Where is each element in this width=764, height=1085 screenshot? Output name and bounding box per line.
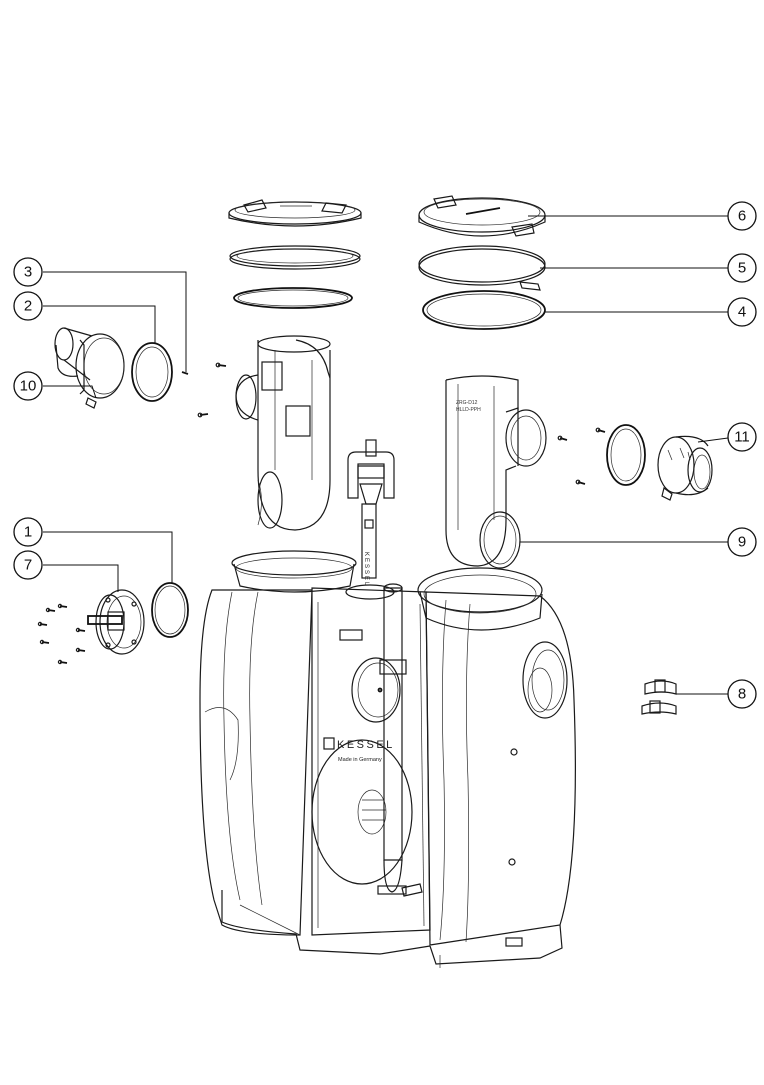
- callout-11: 11: [727, 422, 757, 452]
- callout-1: 1: [13, 517, 43, 547]
- callout-1-number: 1: [24, 524, 32, 541]
- right-inlet-seal: [606, 424, 646, 486]
- tank-body: KESSEL Made in Germany: [199, 550, 576, 968]
- right-inlet-adapter: [657, 435, 713, 501]
- screws-right: [557, 427, 606, 485]
- left-dip-pipe: [235, 335, 331, 531]
- callout-6: 6: [727, 201, 757, 231]
- cleanout-cover: [87, 589, 145, 655]
- right-cover-lid: [418, 195, 546, 237]
- right-cover-clamp-ring: [418, 245, 546, 291]
- left-cover-lid: [228, 199, 362, 227]
- callout-5: 5: [727, 253, 757, 283]
- callout-10-number: 10: [20, 378, 37, 395]
- callout-7: 7: [13, 550, 43, 580]
- callout-4-number: 4: [738, 304, 746, 321]
- left-inlet-adapter: [54, 327, 125, 409]
- callout-3-number: 3: [24, 264, 32, 281]
- callout-10: 10: [13, 371, 43, 401]
- right-cover-seal: [422, 290, 546, 330]
- callout-8: 8: [727, 679, 757, 709]
- callout-7-number: 7: [24, 557, 32, 574]
- callout-2: 2: [13, 291, 43, 321]
- callout-4: 4: [727, 297, 757, 327]
- left-cover-clamp-ring: [229, 245, 361, 270]
- screws-upper-left: [181, 362, 227, 418]
- callout-6-number: 6: [738, 208, 746, 225]
- callout-9: 9: [727, 527, 757, 557]
- kessel-logo-text: KESSEL: [337, 739, 395, 751]
- made-in-germany-text: Made in Germany: [338, 757, 382, 763]
- screws-lower-left: [37, 603, 86, 665]
- callout-9-number: 9: [738, 534, 746, 551]
- left-cover-seal: [233, 287, 353, 309]
- pipe-print-label: ZRG-D12: [456, 400, 478, 406]
- callout-3: 3: [13, 257, 43, 287]
- sensor-pipe-label: KESSEL: [363, 552, 369, 587]
- callout-8-number: 8: [738, 686, 746, 703]
- right-dip-pipe: ZRG-D12 HLLD-PPH: [445, 375, 547, 569]
- kessel-logo-mark: [323, 737, 335, 750]
- pipe-print-label-2: HLLD-PPH: [456, 407, 481, 413]
- cleanout-seal: [151, 582, 189, 638]
- callout-5-number: 5: [738, 260, 746, 277]
- level-sensor-pipe: KESSEL: [347, 439, 423, 897]
- hose-clamps: [641, 679, 677, 715]
- callout-11-number: 11: [734, 429, 750, 446]
- callout-2-number: 2: [24, 298, 32, 315]
- leader-lines: [43, 215, 729, 695]
- left-inlet-seal: [131, 342, 173, 402]
